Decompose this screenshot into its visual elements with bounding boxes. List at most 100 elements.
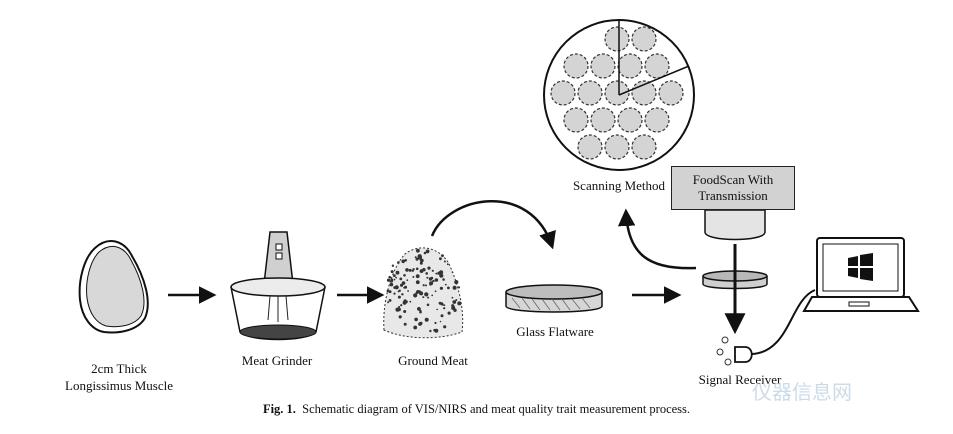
meat-speck [432,279,435,283]
muscle-label-line2: Longissimus Muscle [65,378,173,393]
muscle-label-line1: 2cm Thick [91,361,147,376]
meat-speck [420,321,423,324]
meat-speck [417,255,422,260]
meat-speck [408,268,412,272]
meat-speck [401,293,404,296]
meat-speck [417,307,421,311]
meat-speck [434,290,437,293]
scan-cell [590,107,616,133]
meat-speck [425,249,430,254]
meat-speck [412,276,415,278]
meat-grinder-icon [230,231,326,341]
meat-speck [454,280,459,285]
meat-speck [393,278,396,281]
meat-speck [390,270,394,274]
scan-cell [617,107,643,133]
meat-speck [404,259,408,262]
meat-speck [406,279,409,282]
meat-speck [439,286,443,290]
meat-speck [397,295,401,299]
scan-cell [617,53,643,79]
scan-cell [631,134,657,160]
scanning-method-label: Scanning Method [572,178,666,193]
receiver-label: Signal Receiver [698,372,782,387]
meat-speck [395,276,397,279]
meat-speck [437,271,441,275]
meat-speck [443,260,446,263]
ground-meat-label: Ground Meat [398,353,468,368]
meat-speck [413,293,418,298]
meat-speck [439,320,442,323]
meat-speck [398,289,401,292]
meat-speck [400,304,403,307]
meat-speck [434,321,437,325]
meat-speck [411,269,414,272]
meat-speck [457,286,461,289]
meat-speck [415,267,419,271]
meat-speck [415,274,420,279]
meat-speck [393,292,396,295]
meat-speck [419,291,424,296]
grinder-label: Meat Grinder [241,353,313,368]
meat-speck [431,294,434,297]
meat-speck [425,272,429,275]
meat-speck [403,274,406,277]
meat-speck [436,308,438,311]
meat-speck [403,310,407,313]
meat-speck [424,317,429,322]
signal-sparks-icon [716,336,732,366]
meat-speck [405,268,409,272]
meat-speck [415,257,419,261]
meat-speck [419,269,424,273]
meat-speck [399,277,403,281]
meat-speck [426,276,429,279]
scan-cell [631,26,657,52]
meat-speck [439,273,444,278]
meat-speck [409,300,412,303]
meat-speck [452,285,457,290]
meat-speck [426,303,430,307]
meat-speck [429,329,432,333]
meat-speck [428,277,433,281]
meat-speck [429,281,434,286]
meat-speck [422,296,425,299]
scan-cell [563,107,589,133]
scan-cell [563,53,589,79]
caption-text: Schematic diagram of VIS/NIRS and meat q… [302,402,691,416]
scan-cell [644,53,670,79]
scan-cell [644,107,670,133]
meat-speck [444,283,447,286]
meat-speck [403,286,405,289]
meat-speck [452,300,457,304]
scan-cell [577,80,603,106]
flatware-label: Glass Flatware [516,324,594,339]
foodscan-line1: FoodScan With [692,172,774,187]
meat-speck [419,261,423,265]
meat-speck [398,305,401,308]
meat-speck [438,301,442,305]
meat-speck [413,325,418,330]
meat-speck [451,296,454,299]
meat-speck [401,281,406,285]
meat-speck [434,278,439,282]
scan-cell [604,80,630,106]
meat-speck [403,322,407,326]
meat-speck [446,263,449,266]
scanning-pattern-icon [543,19,695,171]
muscle-slice-icon [78,240,149,334]
meat-speck [415,291,419,295]
meat-speck [419,258,424,263]
meat-speck [447,311,451,315]
meat-speck [447,286,450,290]
meat-speck [395,270,400,275]
meat-speck [386,278,391,282]
meat-speck [393,286,396,289]
meat-speck [440,314,444,318]
meat-speck [425,284,427,287]
meat-speck [398,315,402,319]
meat-speck [434,328,439,333]
meat-speck [415,280,420,285]
scan-cell [590,53,616,79]
watermark-text: 仪器信息网 [752,380,852,404]
meat-speck [435,272,438,275]
